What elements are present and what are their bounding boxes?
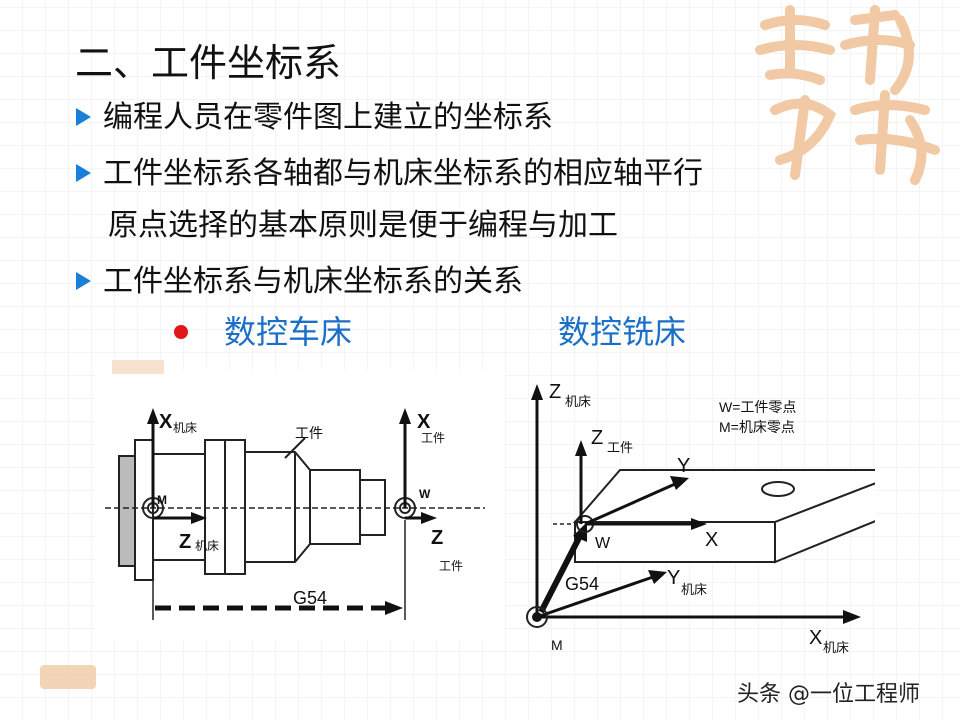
bullet-continuation: 原点选择的基本原则是便于编程与加工	[108, 208, 618, 243]
lathe-x-machine-sub: 机床	[173, 421, 197, 435]
mill-y-machine-sub: 机床	[681, 582, 707, 597]
bottom-seal-icon	[40, 665, 96, 689]
decorative-calligraphy	[755, 5, 940, 185]
lathe-z-work: Z	[431, 527, 443, 549]
mill-y-machine: Y	[667, 567, 680, 589]
bullet-text: 工件坐标系与机床坐标系的关系	[103, 264, 523, 299]
bullet-arrow-icon	[76, 107, 91, 126]
lathe-z-machine-sub: 机床	[195, 539, 219, 553]
source-watermark: 头条 @一位工程师	[737, 682, 920, 707]
mill-z-work-sub: 工件	[607, 440, 633, 455]
mill-g54-label: G54	[565, 574, 599, 594]
lathe-x-machine: X	[159, 411, 173, 433]
lathe-x-work: X	[417, 411, 431, 433]
small-seal-icon	[112, 360, 164, 374]
mill-z-work: Z	[591, 427, 603, 449]
lathe-z-machine: Z	[179, 531, 191, 553]
bullet-text: 工件坐标系各轴都与机床坐标系的相应轴平行	[103, 156, 703, 191]
mill-w-label: W	[595, 535, 611, 552]
mill-legend-m: M=机床零点	[719, 419, 795, 435]
bullet-item-1: 编程人员在零件图上建立的坐标系	[76, 92, 553, 136]
mill-label: 数控铣床	[558, 313, 687, 351]
lathe-label: 数控车床	[224, 313, 353, 351]
mill-x-work: X	[705, 529, 718, 551]
lathe-g54-label: G54	[293, 588, 327, 608]
slide-title: 二、工件坐标系	[75, 41, 342, 85]
lathe-w-label: W	[419, 487, 431, 501]
lathe-part-label: 工件	[295, 425, 323, 441]
mill-legend-w: W=工件零点	[719, 399, 796, 415]
mill-z-machine: Z	[549, 381, 561, 403]
bullet-arrow-icon	[76, 271, 91, 290]
bullet-text: 编程人员在零件图上建立的坐标系	[103, 100, 553, 135]
mill-x-machine: X	[809, 627, 822, 649]
mill-m-label: M	[551, 637, 563, 653]
lathe-x-work-sub: 工件	[421, 431, 445, 445]
bullet-item-2: 工件坐标系各轴都与机床坐标系的相应轴平行	[76, 148, 703, 192]
red-dot-bullet-icon	[174, 325, 188, 339]
mill-coordinate-diagram: Z 机床 W=工件零点 M=机床零点 Z 工件 Y X W G54 Y 机床 X…	[526, 381, 875, 655]
bullet-item-3: 工件坐标系与机床坐标系的关系	[76, 256, 523, 300]
mill-z-machine-sub: 机床	[565, 394, 591, 409]
bullet-arrow-icon	[76, 163, 91, 182]
lathe-z-work-sub: 工件	[439, 559, 463, 573]
mill-y-work: Y	[677, 455, 690, 477]
lathe-m-label: M	[157, 493, 167, 507]
mill-x-machine-sub: 机床	[823, 640, 849, 655]
lathe-coordinate-diagram: X 机床 X 工件 工件 M W Z 机床 Z 工件 G54	[95, 370, 505, 640]
